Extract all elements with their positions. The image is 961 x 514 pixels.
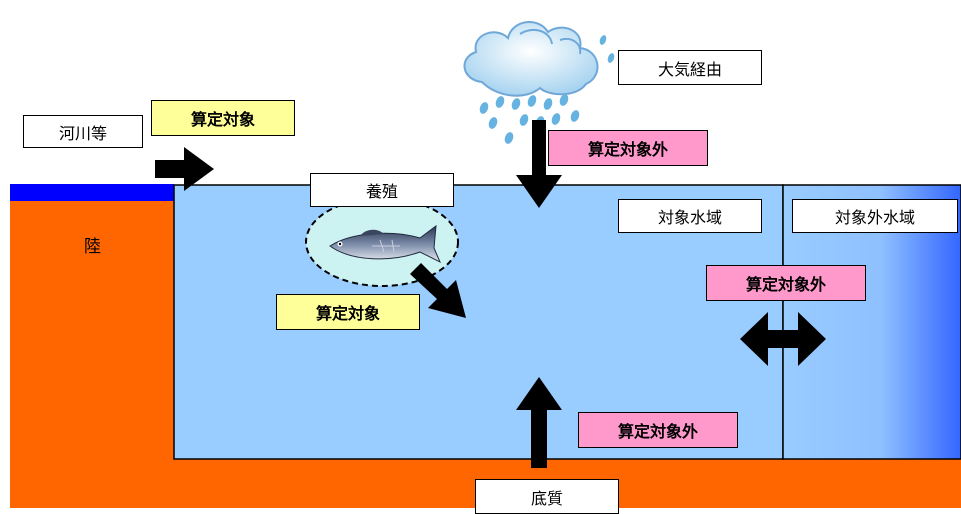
rivers-tag: 算定対象 — [151, 100, 295, 136]
land-label: 陸 — [84, 237, 101, 257]
arrow-sediment-release — [516, 377, 562, 468]
arrow-exchange-bidirectional — [740, 312, 826, 366]
target-water-label: 対象水域 — [618, 199, 762, 233]
atmosphere-label: 大気経由 — [618, 50, 762, 85]
atmosphere-tag: 算定対象外 — [548, 130, 708, 166]
fish-icon — [329, 224, 441, 264]
aquaculture-label: 養殖 — [310, 173, 454, 207]
non-target-water-label: 対象外水域 — [792, 199, 958, 233]
sediment-tag: 算定対象外 — [578, 412, 738, 448]
aquaculture-tag: 算定対象 — [276, 294, 420, 330]
arrow-atmosphere-deposition — [516, 120, 562, 208]
arrow-aquaculture-release — [410, 263, 466, 318]
rain-cloud-icon — [463, 21, 615, 144]
exchange-tag: 算定対象外 — [706, 265, 866, 301]
shore-strip — [10, 184, 174, 201]
rivers-label: 河川等 — [23, 115, 143, 148]
land-region — [10, 186, 174, 508]
sediment-label: 底質 — [475, 479, 619, 514]
arrow-rivers-inflow — [155, 147, 214, 191]
